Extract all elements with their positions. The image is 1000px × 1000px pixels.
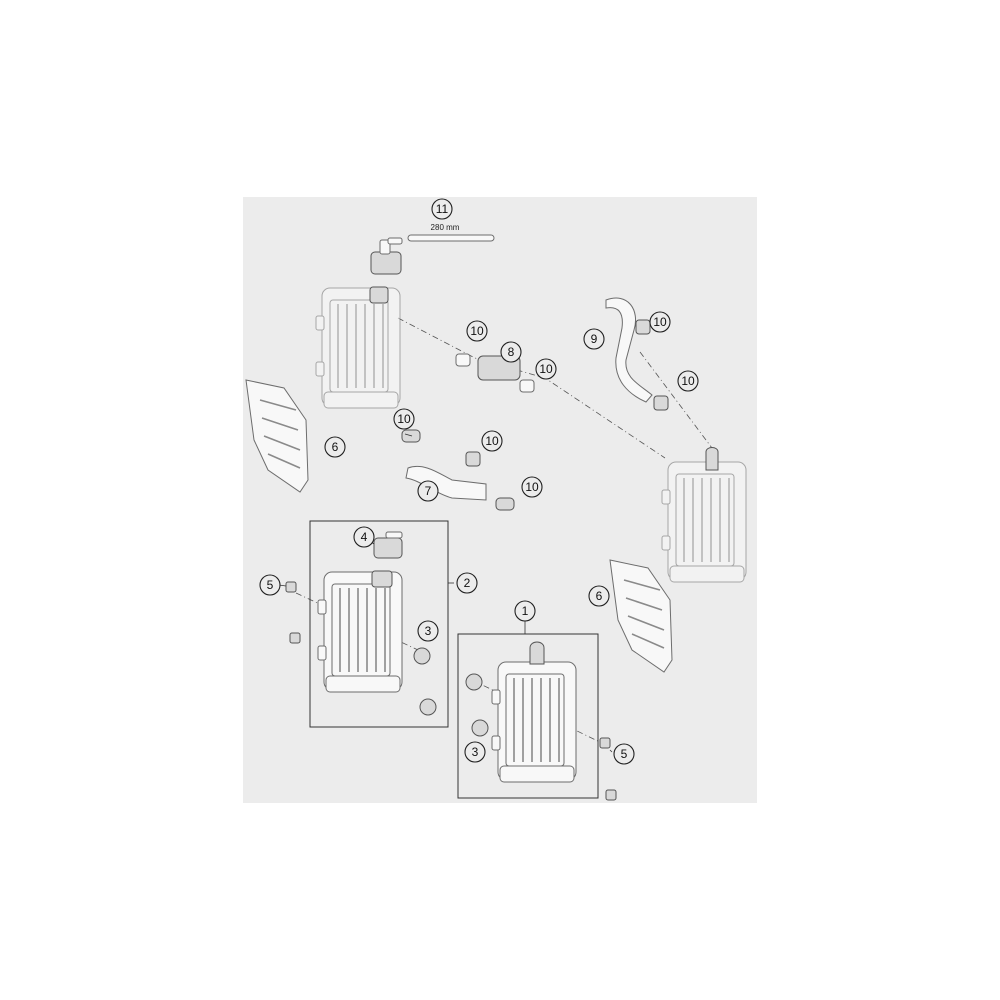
radiator-cap-4 [373, 531, 403, 559]
svg-text:2: 2 [464, 576, 471, 590]
svg-text:3: 3 [472, 745, 479, 759]
callout-7: 7 [417, 480, 439, 502]
callout-3a: 3 [417, 620, 439, 642]
radiator-left-neck [371, 570, 393, 588]
kit-box-2 [309, 520, 449, 728]
overflow-hose [407, 234, 495, 242]
callout-10g: 10 [521, 476, 543, 498]
callout-10a: 10 [466, 320, 488, 342]
svg-text:8: 8 [508, 345, 515, 359]
screw-left-lower [289, 632, 301, 644]
hose-clamp-c [495, 497, 515, 511]
hose-length-note: 280 mm [431, 223, 460, 232]
callout-1: 1 [514, 600, 536, 622]
svg-text:10: 10 [470, 324, 484, 338]
radiator-hose-7 [405, 466, 487, 501]
rubber-grommet-right-upper [465, 673, 483, 691]
screw-5-right [599, 737, 611, 749]
hose-clamp-upper [635, 319, 651, 335]
t-piece [455, 353, 535, 393]
svg-text:7: 7 [425, 484, 432, 498]
svg-text:9: 9 [591, 332, 598, 346]
svg-text:10: 10 [485, 434, 499, 448]
callout-10e: 10 [393, 408, 415, 430]
radiator-left-assembled [315, 287, 401, 409]
radiator-right-assembled [661, 461, 747, 583]
rubber-grommet-left-lower [419, 698, 437, 716]
svg-text:1: 1 [522, 604, 529, 618]
rubber-grommet-3-left [413, 647, 431, 665]
svg-text:10: 10 [539, 362, 553, 376]
callout-10c: 10 [649, 311, 671, 333]
svg-text:5: 5 [267, 578, 274, 592]
callout-3b: 3 [464, 741, 486, 763]
callout-10f: 10 [481, 430, 503, 452]
filler-neck [369, 286, 389, 304]
callout-8: 8 [500, 341, 522, 363]
radiator-hose-9 [605, 297, 653, 403]
radiator-right-neck [705, 447, 719, 471]
leader-5b [609, 749, 613, 753]
callout-10d: 10 [677, 370, 699, 392]
hose-clamp-b [465, 451, 481, 467]
svg-text:11: 11 [436, 202, 449, 216]
radiator-right [491, 661, 577, 783]
callout-11: 11 [431, 198, 453, 220]
svg-text:4: 4 [361, 530, 368, 544]
assembly-line-hose [639, 351, 713, 449]
radiator-right-neck-kit [529, 641, 545, 665]
hose-clamp-lower [653, 395, 669, 411]
svg-text:3: 3 [425, 624, 432, 638]
svg-text:10: 10 [681, 374, 695, 388]
svg-text:10: 10 [525, 480, 539, 494]
svg-text:6: 6 [596, 589, 603, 603]
callout-5b: 5 [613, 743, 635, 765]
svg-text:5: 5 [621, 747, 628, 761]
screw-right-lower [605, 789, 617, 801]
callout-2: 2 [456, 572, 478, 594]
radiator-guard-left [245, 379, 309, 493]
svg-text:6: 6 [332, 440, 339, 454]
callout-10b: 10 [535, 358, 557, 380]
screw-5-left [285, 581, 297, 593]
radiator-left [317, 571, 403, 693]
assembly-line-main [397, 317, 666, 459]
svg-text:10: 10 [397, 412, 411, 426]
callout-9: 9 [583, 328, 605, 350]
kit-box-1 [457, 633, 599, 799]
callout-6b: 6 [588, 585, 610, 607]
radiator-cap-top [370, 237, 403, 275]
leader-10d [404, 433, 413, 437]
callout-5a: 5 [259, 574, 281, 596]
callout-4: 4 [353, 526, 375, 548]
rubber-grommet-3-right [471, 719, 489, 737]
radiator-guard-right [609, 559, 673, 673]
callout-6a: 6 [324, 436, 346, 458]
svg-text:10: 10 [653, 315, 667, 329]
